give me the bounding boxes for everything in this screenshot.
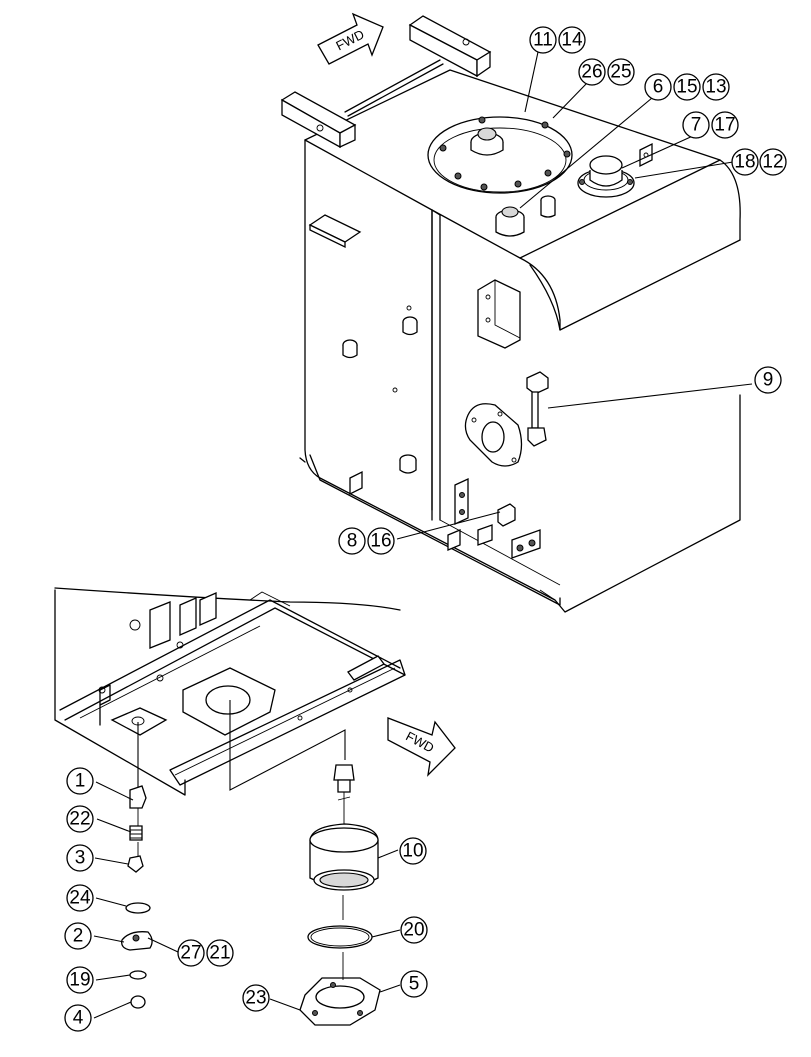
callout-4: 4 bbox=[64, 1004, 92, 1032]
svg-text:16: 16 bbox=[370, 531, 391, 552]
svg-text:3: 3 bbox=[75, 848, 86, 869]
svg-text:26: 26 bbox=[581, 62, 602, 83]
fwd-arrow-bottom: FWD bbox=[387, 717, 456, 777]
svg-text:10: 10 bbox=[402, 841, 423, 862]
svg-text:14: 14 bbox=[561, 30, 583, 51]
svg-text:13: 13 bbox=[705, 77, 726, 98]
svg-text:6: 6 bbox=[653, 77, 664, 98]
svg-text:4: 4 bbox=[73, 1008, 84, 1029]
callout-27: 27 bbox=[177, 939, 205, 967]
svg-text:20: 20 bbox=[403, 920, 424, 941]
svg-text:1: 1 bbox=[75, 771, 86, 792]
check-valve-stack bbox=[121, 785, 153, 1009]
callout-21: 21 bbox=[206, 939, 234, 967]
callout-6: 6 bbox=[644, 73, 672, 101]
callout-17: 17 bbox=[711, 111, 739, 139]
callout-14: 14 bbox=[558, 26, 586, 54]
callout-3: 3 bbox=[66, 844, 94, 872]
svg-text:23: 23 bbox=[245, 988, 266, 1009]
suction-filter-stack bbox=[299, 764, 381, 1026]
callout-19: 19 bbox=[66, 966, 94, 994]
svg-text:18: 18 bbox=[734, 152, 755, 173]
svg-text:24: 24 bbox=[69, 888, 91, 909]
tank-assembly bbox=[280, 15, 741, 613]
callout-24: 24 bbox=[66, 884, 94, 912]
callout-9: 9 bbox=[754, 366, 782, 394]
svg-text:15: 15 bbox=[676, 77, 697, 98]
svg-text:9: 9 bbox=[763, 370, 774, 391]
svg-text:7: 7 bbox=[691, 115, 702, 136]
frame-assembly bbox=[54, 587, 406, 796]
svg-text:19: 19 bbox=[69, 970, 90, 991]
drain-fitting bbox=[447, 477, 541, 559]
mounting-bracket-right bbox=[408, 15, 492, 78]
callout-26: 26 bbox=[578, 58, 606, 86]
svg-text:12: 12 bbox=[762, 152, 783, 173]
callout-18: 18 bbox=[731, 148, 759, 176]
callout-1: 1 bbox=[66, 767, 94, 795]
callout-7: 7 bbox=[682, 111, 710, 139]
svg-text:25: 25 bbox=[610, 62, 631, 83]
callout-11: 11 bbox=[529, 26, 557, 54]
callout-22: 22 bbox=[66, 805, 94, 833]
filler-cap-assembly bbox=[577, 155, 635, 198]
svg-text:22: 22 bbox=[69, 809, 90, 830]
svg-text:2: 2 bbox=[73, 926, 84, 947]
svg-text:21: 21 bbox=[209, 943, 230, 964]
callout-25: 25 bbox=[607, 58, 635, 86]
svg-text:8: 8 bbox=[347, 531, 358, 552]
side-flange bbox=[464, 403, 523, 467]
svg-text:11: 11 bbox=[533, 30, 553, 51]
svg-text:5: 5 bbox=[409, 974, 420, 995]
callout-15: 15 bbox=[673, 73, 701, 101]
callout-2: 2 bbox=[64, 922, 92, 950]
leader-lines bbox=[93, 51, 753, 1019]
svg-text:17: 17 bbox=[714, 115, 735, 136]
callout-8: 8 bbox=[338, 527, 366, 555]
svg-text:27: 27 bbox=[180, 943, 201, 964]
breather-fitting bbox=[495, 195, 556, 237]
callout-10: 10 bbox=[399, 837, 427, 865]
fwd-arrow-top: FWD bbox=[317, 12, 384, 65]
callout-12: 12 bbox=[759, 148, 787, 176]
callout-20: 20 bbox=[400, 916, 428, 944]
mounting-bracket-left bbox=[280, 91, 357, 149]
callout-13: 13 bbox=[702, 73, 730, 101]
callout-23: 23 bbox=[242, 984, 270, 1012]
level-gauge bbox=[526, 371, 549, 447]
top-cover-plate bbox=[427, 116, 573, 194]
callout-5: 5 bbox=[400, 970, 428, 998]
callout-16: 16 bbox=[367, 527, 395, 555]
